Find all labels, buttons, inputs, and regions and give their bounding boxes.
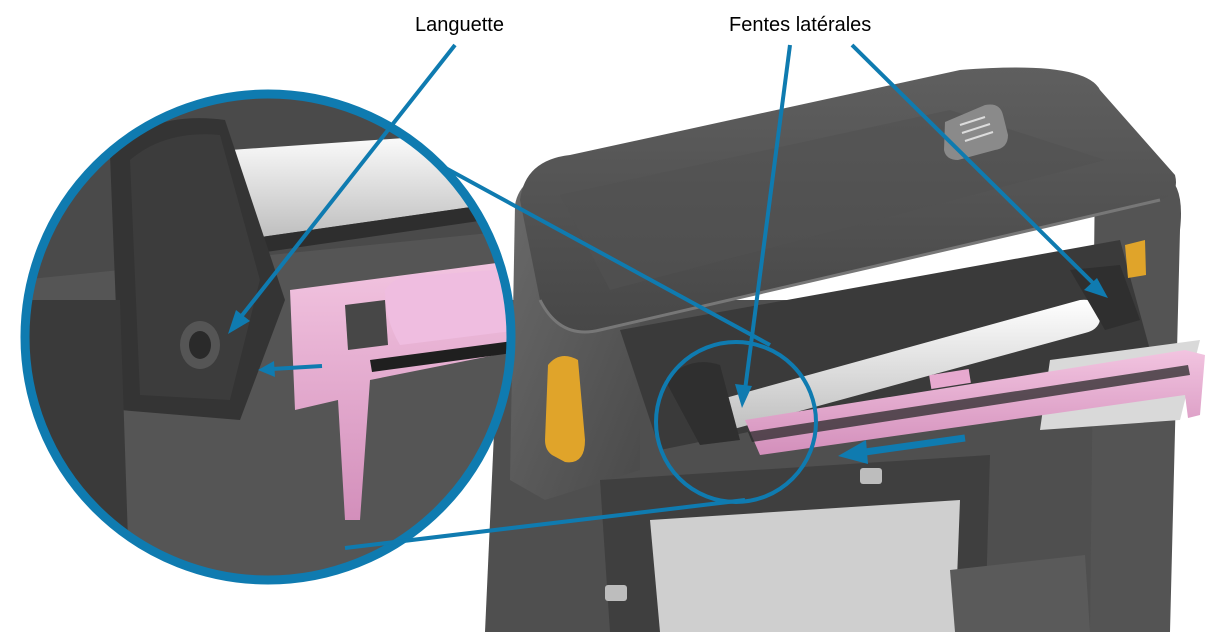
platen-roller <box>695 299 1100 436</box>
left-bracket <box>665 362 740 445</box>
callout-side-slots-label: Fentes latérales <box>729 14 872 36</box>
direction-arrowhead <box>838 440 868 464</box>
callout-arrows <box>228 43 1108 464</box>
slot-leader-left <box>743 44 792 391</box>
zoom-connector-top <box>439 163 771 347</box>
zoom-connector-bottom <box>344 498 746 550</box>
direction-arrow-line <box>864 434 966 456</box>
tab-arrowhead <box>228 310 250 334</box>
release-latch <box>545 356 585 463</box>
printer-body <box>485 67 1200 632</box>
slot-arrowhead-left <box>735 384 752 408</box>
tab-leader-line <box>238 43 457 320</box>
zoom-direction-arrowhead <box>258 361 275 377</box>
printhead <box>745 350 1205 455</box>
zoom-direction-line <box>271 364 323 371</box>
media-clip <box>605 585 627 601</box>
callout-tab-label: Languette <box>415 14 504 36</box>
zebra-logo-icon <box>944 104 1008 160</box>
zoom-circle <box>20 89 516 585</box>
slot-leader-right <box>850 43 1097 287</box>
release-latch <box>1125 240 1146 278</box>
right-bracket <box>1070 265 1140 330</box>
slot-arrowhead-right <box>1084 278 1108 298</box>
media-clip <box>860 468 882 484</box>
